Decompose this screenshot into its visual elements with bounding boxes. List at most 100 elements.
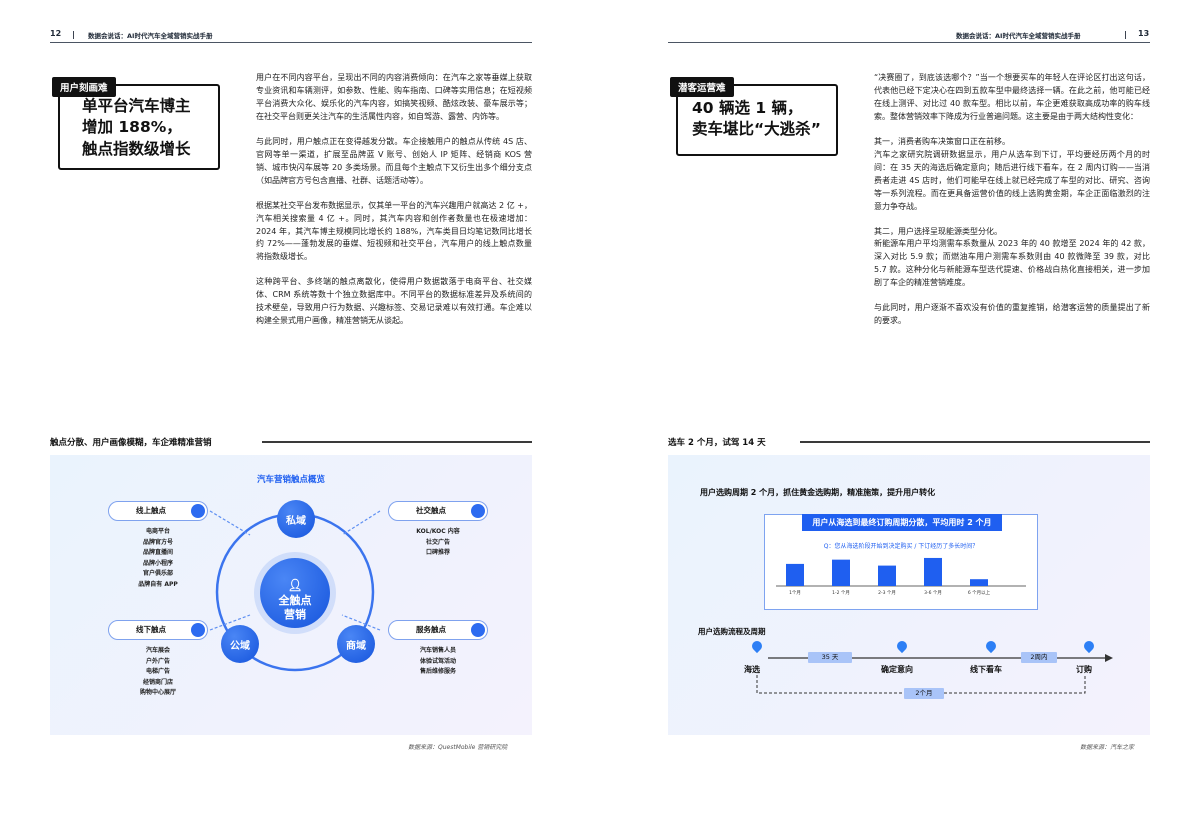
- timeline-title: 用户选购流程及周期: [698, 627, 766, 636]
- bar: [924, 557, 942, 586]
- list-item: 户外广告: [145, 657, 170, 665]
- list-item: 售后维修服务: [419, 668, 456, 675]
- list-item: 口碑推荐: [425, 549, 450, 556]
- body-text: 用户在不同内容平台，呈现出不同的内容消费倾向：在汽车之家等垂媒上获取专业资讯和车…: [256, 72, 532, 340]
- heading-line: 增加 188%，: [82, 118, 182, 137]
- list-item: 品牌官方号: [142, 538, 173, 546]
- connector-line: [209, 510, 251, 536]
- figure-title-rule: [262, 441, 532, 443]
- node-private: 私域: [277, 500, 315, 538]
- paragraph: 根据某社交平台发布数据显示，仅其单一平台的汽车兴趣用户就高达 2 亿 +，汽车相…: [256, 200, 532, 262]
- heading-tag: 用户刻画难: [52, 77, 116, 97]
- list-item: 品牌小程序: [142, 559, 173, 567]
- bar: [970, 579, 988, 586]
- chart-question: Q：您从海选阶段开始到决定购买 / 下订经历了多长时间？: [823, 543, 979, 550]
- center-label: 全触点: [278, 593, 312, 607]
- header-separator: |: [72, 30, 75, 39]
- group-online: 线上触点: [108, 501, 208, 521]
- paragraph: 用户在不同内容平台，呈现出不同的内容消费倾向：在汽车之家等垂媒上获取专业资讯和车…: [256, 73, 532, 121]
- body-text: “决赛圈了，到底该选哪个？”当一个想要买车的年轻人在评论区打出这句话，代表他已经…: [874, 72, 1150, 340]
- tick-label: 1-2 个月: [832, 590, 850, 596]
- figure-subtitle: 用户选购周期 2 个月，抓住黄金选购期，精准施策，提升用户转化: [700, 488, 936, 497]
- heading-tag: 潜客运营难: [670, 77, 734, 97]
- touchpoint-diagram: 汽车营销触点概览 👤︎ 全触点 营销 私域 公域 商域 线上触点 电商平台 品牌…: [50, 455, 532, 735]
- tick-label: 6 个月以上: [968, 589, 991, 596]
- running-header-left: 数据会说话：AI时代汽车全域营销实战手册: [88, 32, 213, 40]
- chart-title: 用户从海选到最终订购周期分散，平均用时 2 个月: [802, 514, 1002, 531]
- purchase-cycle-figure: 用户选购周期 2 个月，抓住黄金选购期，精准施策，提升用户转化 用户从海选到最终…: [668, 455, 1150, 735]
- heading-line: 卖车堪比“大逃杀”: [692, 120, 821, 139]
- list-item: 汽车销售人员: [419, 647, 456, 654]
- list-item: KOL/KOC 内容: [416, 528, 460, 535]
- paragraph: 与此同时，用户逐渐不喜欢没有价值的重复推销，给潜客运营的质量提出了新的要求。: [874, 303, 1150, 326]
- group-items: 汽车销售人员 体验试驾活动 售后维修服务: [398, 646, 478, 678]
- connector-line: [341, 614, 381, 631]
- heading-line: 单平台汽车博主: [82, 97, 191, 115]
- list-item: 体验试驾活动: [419, 657, 456, 665]
- dot-icon: [191, 623, 205, 637]
- group-label: 线下触点: [136, 625, 166, 634]
- page-number-right: 13: [1138, 29, 1150, 38]
- center-node: 👤︎ 全触点 营销: [260, 558, 330, 628]
- step-label: 订购: [1076, 665, 1092, 674]
- group-offline: 线下触点: [108, 620, 208, 640]
- diagram-title: 汽车营销触点概览: [256, 475, 325, 485]
- tick-label: 2-3 个月: [878, 590, 896, 596]
- tick-label: 1个月: [789, 590, 801, 596]
- paragraph: 其一，消费者购车决策窗口正在前移。 汽车之家研究院调研数据显示，用户从选车到下订…: [874, 136, 1150, 211]
- list-item: 官户俱乐部: [142, 570, 173, 577]
- paragraph: 这种跨平台、多终端的触点离散化，使得用户数据散落于电商平台、社交媒体、CRM 系…: [256, 277, 532, 326]
- paragraph: 其二，用户选择呈现能源类型分化。 新能源车用户平均测需车系数量从 2023 年的…: [874, 226, 1150, 288]
- heading-line: 触点指数级增长: [82, 139, 191, 158]
- tick-label: 3-6 个月: [924, 590, 942, 596]
- figure-title-rule: [800, 441, 1150, 443]
- list-item: 社交广告: [425, 538, 450, 546]
- heading-box: 单平台汽车博主 增加 188%， 触点指数级增长: [58, 84, 220, 170]
- list-item: 购物中心展厅: [139, 689, 176, 696]
- node-public: 公域: [221, 625, 259, 663]
- group-label: 线上触点: [136, 506, 166, 515]
- figure-source: 数据来源：汽车之家: [1080, 744, 1135, 751]
- step-label: 海选: [744, 665, 760, 674]
- dot-icon: [471, 504, 485, 518]
- group-social: 社交触点: [388, 501, 488, 521]
- figure-title: 触点分散、用户画像模糊，车企难精准营销: [50, 438, 212, 448]
- figure-source: 数据来源：QuestMobile 营销研究院: [408, 744, 508, 751]
- user-icon: 👤︎: [287, 577, 303, 592]
- list-item: 品牌自有 APP: [138, 580, 178, 588]
- group-label: 服务触点: [416, 625, 446, 634]
- step-label: 线下看车: [970, 665, 1002, 674]
- header-rule: [668, 42, 1150, 43]
- list-item: 经销商门店: [142, 678, 173, 686]
- arrow-icon: [1105, 654, 1113, 662]
- group-service: 服务触点: [388, 620, 488, 640]
- list-item: 品牌直播间: [142, 549, 173, 556]
- heading-line: 40 辆选 1 辆，: [692, 99, 803, 117]
- figure-title: 选车 2 个月，试驾 14 天: [668, 438, 766, 448]
- bar: [832, 559, 850, 586]
- header-rule: [50, 42, 532, 43]
- dot-icon: [471, 623, 485, 637]
- center-label: 营销: [284, 607, 306, 621]
- node-commercial: 商域: [337, 625, 375, 663]
- section-heading: 单平台汽车博主 增加 188%， 触点指数级增长: [60, 86, 218, 160]
- group-items: 电商平台 品牌官方号 品牌直播间 品牌小程序 官户俱乐部 品牌自有 APP: [118, 527, 198, 590]
- bar-chart: 1个月 1-2 个月 2-3 个月 3-6 个月 6 个月以上: [776, 557, 1026, 596]
- bar: [786, 563, 804, 586]
- dot-icon: [191, 504, 205, 518]
- group-label: 社交触点: [416, 506, 446, 515]
- step-label: 确定意向: [881, 665, 913, 674]
- running-header-right: 数据会说话：AI时代汽车全域营销实战手册: [956, 32, 1081, 40]
- gap-tag: 2周内: [1021, 652, 1057, 663]
- header-separator: |: [1124, 30, 1127, 39]
- paragraph: 与此同时，用户触点正在变得越发分散。车企接触用户的触点从传统 4S 店、官网等单…: [256, 136, 532, 185]
- section-heading: 40 辆选 1 辆， 卖车堪比“大逃杀”: [678, 86, 836, 141]
- gap-tag: 35 天: [808, 652, 852, 663]
- connector-line: [209, 614, 251, 631]
- connector-line: [341, 510, 381, 536]
- list-item: 电梯广告: [145, 668, 170, 675]
- list-item: 电商平台: [145, 528, 170, 535]
- total-tag: 2个月: [904, 688, 944, 699]
- group-items: KOL/KOC 内容 社交广告 口碑推荐: [398, 527, 478, 559]
- bar: [878, 565, 896, 586]
